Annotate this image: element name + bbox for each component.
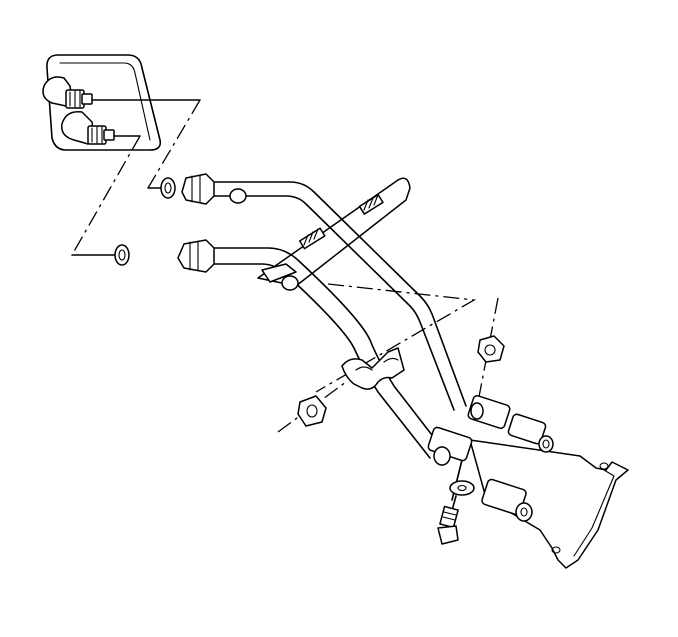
bolt (437, 495, 459, 545)
upper-pipe (211, 181, 467, 411)
upper-fitting (42, 76, 93, 109)
lower-fitting (61, 111, 115, 145)
hose-end-assembly (427, 395, 629, 569)
upper-nut (477, 297, 505, 403)
leader-lines-left (71, 99, 201, 256)
bracket-block (46, 54, 162, 151)
pipe-clip (341, 347, 405, 390)
lower-pipe (211, 247, 443, 459)
upper-seal-washer (160, 177, 176, 199)
upper-tube-nut (181, 173, 247, 205)
axis-line (315, 283, 477, 393)
lower-tube-nut (177, 239, 299, 291)
lower-seal-washer (114, 244, 130, 266)
clip-nut (277, 381, 347, 433)
